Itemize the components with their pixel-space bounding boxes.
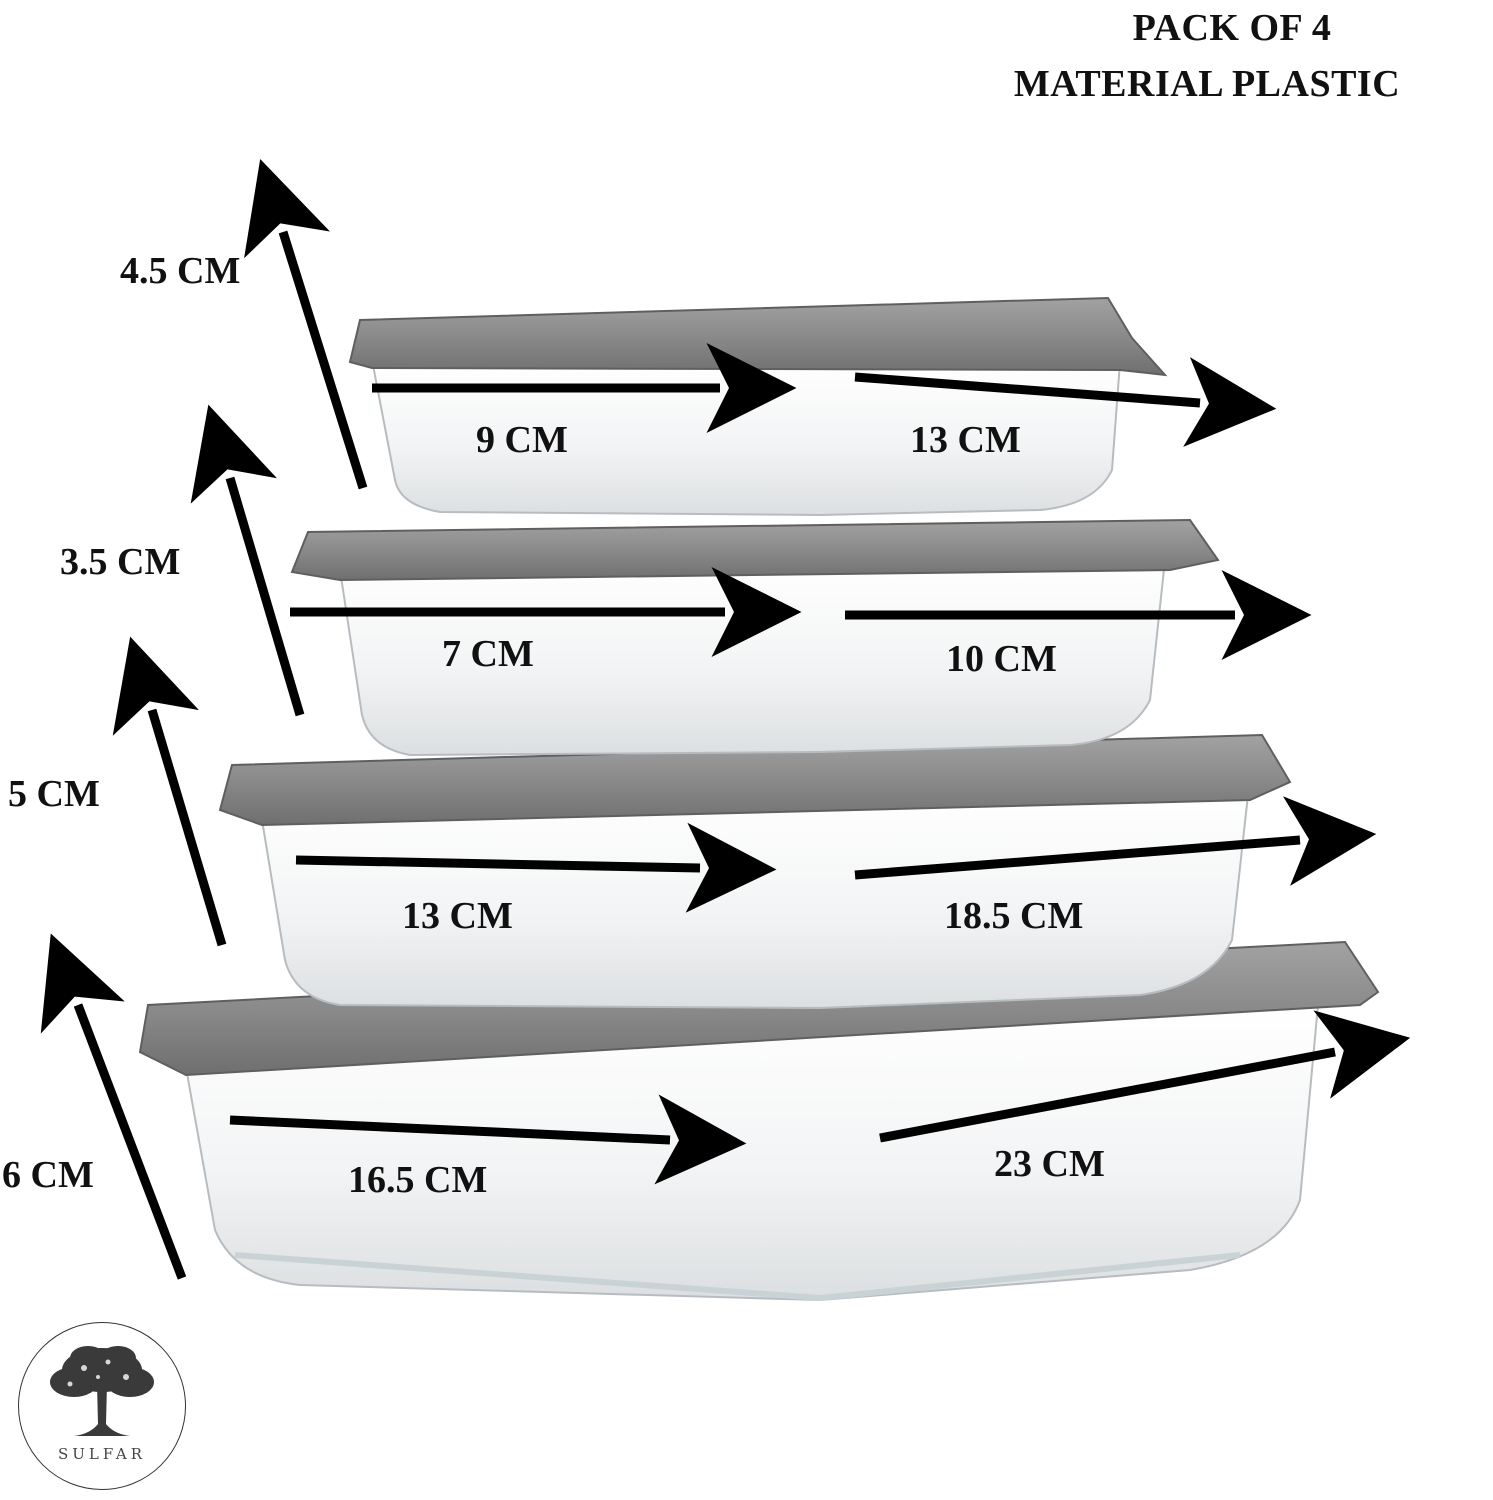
lid-3 xyxy=(218,733,1292,827)
tree-icon xyxy=(49,1345,154,1436)
length-label-1: 13 CM xyxy=(910,419,1021,461)
height-label-2: 3.5 CM xyxy=(60,541,180,583)
brand-name: SULFAR xyxy=(57,1445,147,1463)
width-arrow-4 xyxy=(229,1094,747,1185)
height-arrow-2 xyxy=(190,404,305,717)
height-label-4: 6 CM xyxy=(2,1154,94,1196)
height-label-3: 5 CM xyxy=(8,773,100,815)
height-arrow-3 xyxy=(112,636,227,947)
length-label-4: 23 CM xyxy=(994,1143,1105,1185)
width-label-4: 16.5 CM xyxy=(348,1159,487,1201)
header: PACK OF 4 MATERIAL PLASTIC xyxy=(927,0,1487,112)
height-arrow-1 xyxy=(244,158,368,490)
length-arrow-3 xyxy=(854,796,1377,886)
length-arrow-1 xyxy=(854,357,1277,447)
length-arrow-4 xyxy=(879,1010,1411,1143)
length-label-2: 10 CM xyxy=(946,638,1057,680)
container-3 xyxy=(218,733,1292,1010)
height-label-1: 4.5 CM xyxy=(120,250,240,292)
lid-2 xyxy=(290,518,1220,582)
container-2 xyxy=(290,518,1220,757)
width-label-3: 13 CM xyxy=(402,895,513,937)
pack-count-text: PACK OF 4 xyxy=(1132,7,1332,49)
width-label-2: 7 CM xyxy=(442,633,534,675)
length-label-3: 18.5 CM xyxy=(944,895,1083,937)
width-label-1: 9 CM xyxy=(476,419,568,461)
lid-1 xyxy=(348,296,1168,377)
material-text: MATERIAL PLASTIC xyxy=(1013,63,1401,105)
width-arrow-3 xyxy=(295,822,777,913)
container-1 xyxy=(348,296,1168,517)
height-arrow-4 xyxy=(40,933,187,1280)
brand-logo: SULFAR xyxy=(18,1322,186,1490)
